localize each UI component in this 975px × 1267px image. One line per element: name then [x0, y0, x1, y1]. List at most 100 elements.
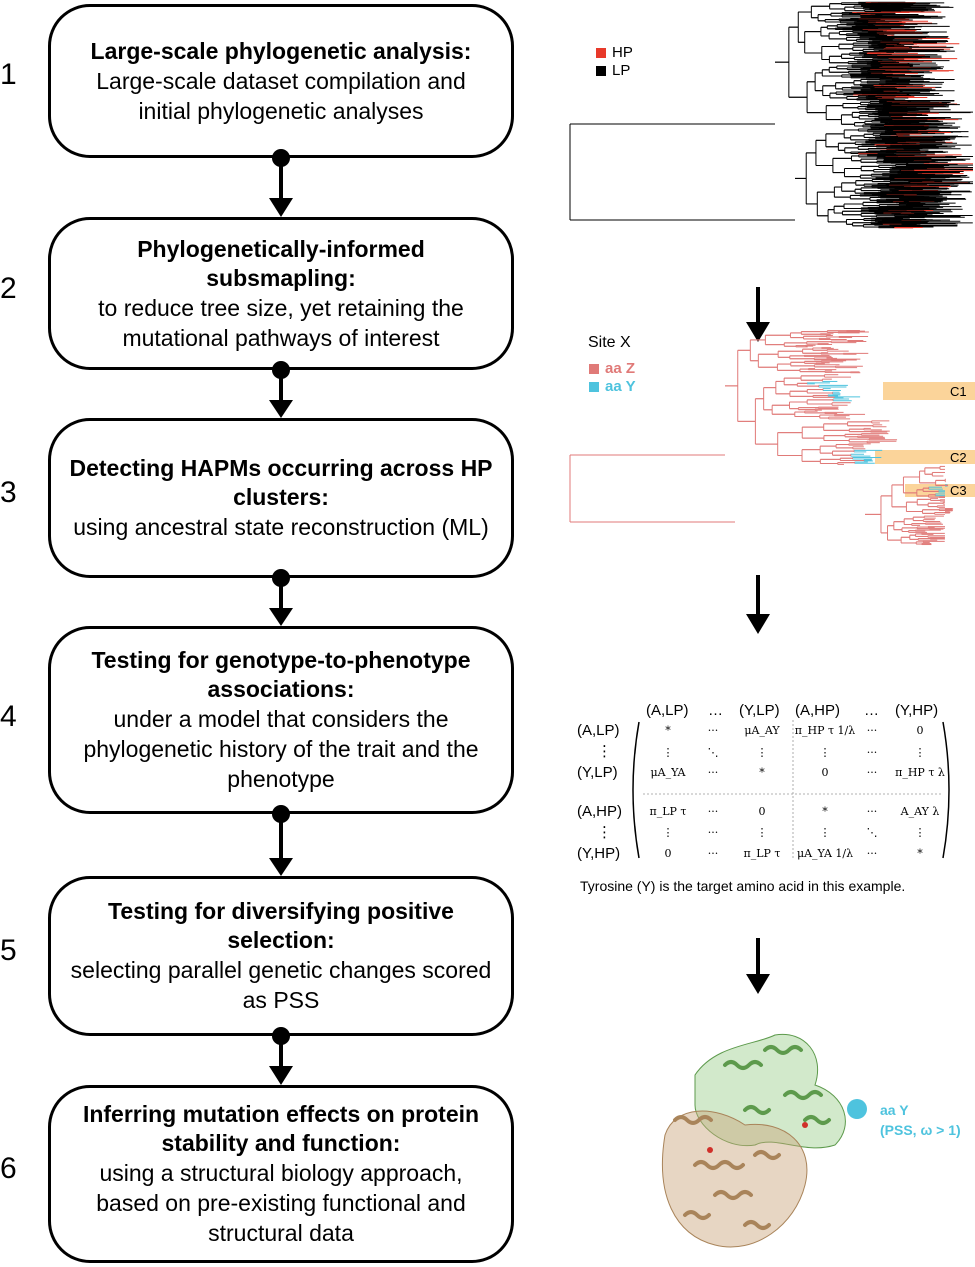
large-phylogeny-tree [569, 1, 973, 229]
matrix-cell: ⋱ [707, 746, 719, 759]
lp-swatch [596, 65, 606, 76]
step-box-2: Phylogenetically-informed subsmapling: t… [48, 217, 514, 370]
matrix-cell: ⋮ [914, 746, 926, 759]
matrix-row-header: (A,HP) [577, 803, 622, 820]
right-arrow-2 [746, 575, 770, 634]
matrix-row-header: ⋮ [597, 824, 612, 841]
matrix-col-header: (Y,HP) [895, 702, 939, 719]
aa-y-swatch [589, 381, 599, 392]
matrix-cell: 0 [821, 766, 829, 779]
matrix-cell: μA_AY [744, 724, 780, 737]
hp-swatch [596, 47, 606, 58]
cluster-c1-highlight [883, 382, 975, 400]
matrix-cell: ··· [707, 724, 719, 737]
cluster-label-c1: C1 [950, 384, 967, 399]
step-number-5: 5 [0, 934, 17, 967]
matrix-cell: ··· [866, 805, 878, 818]
right-arrow-3 [746, 938, 770, 994]
step-title: Inferring mutation effects on protein st… [82, 1101, 480, 1156]
step-number-3: 3 [0, 476, 17, 509]
matrix-cell: π_HP τ 1/λ [794, 724, 856, 737]
protein-structure [661, 1033, 846, 1248]
tree2-legend-aa-y: aa Y [589, 378, 636, 395]
matrix-cell: π_LP τ [649, 805, 687, 818]
step-description: Large-scale dataset compilation and init… [96, 67, 466, 124]
matrix-cell: 0 [758, 805, 766, 818]
cluster-label-c3: C3 [950, 483, 967, 498]
matrix-cell: ⋮ [819, 746, 831, 759]
cluster-c2-highlight [875, 450, 975, 464]
matrix-col-header: (A,LP) [646, 702, 689, 719]
matrix-row-header: (A,LP) [577, 722, 620, 739]
matrix-cell: ⋮ [662, 826, 674, 839]
matrix-cell: * [822, 805, 828, 818]
matrix-cell: ··· [866, 766, 878, 779]
matrix-col-header: … [708, 702, 723, 719]
matrix-caption: Tyrosine (Y) is the target amino acid in… [580, 878, 906, 894]
matrix-brackets [632, 720, 950, 860]
matrix-cell: ··· [707, 847, 719, 860]
matrix-cell: ⋱ [866, 826, 878, 839]
matrix-cell: ··· [707, 805, 719, 818]
matrix-col-header: (A,HP) [795, 702, 840, 719]
matrix-cell: ··· [707, 766, 719, 779]
step-title: Detecting HAPMs occurring across HP clus… [69, 455, 493, 510]
pss-site-marker [802, 1122, 808, 1128]
step-box-3: Detecting HAPMs occurring across HP clus… [48, 418, 514, 578]
matrix-cell: ··· [866, 847, 878, 860]
step-box-1: Large-scale phylogenetic analysis: Large… [48, 4, 514, 158]
aa-z-swatch [589, 363, 599, 374]
pss-site-marker [707, 1147, 713, 1153]
matrix-cell: μA_YA 1/λ [796, 847, 854, 860]
green-helices [723, 1045, 831, 1125]
matrix-cell: π_HP τ λ [895, 766, 945, 779]
step-box-5: Testing for diversifying positive select… [48, 876, 514, 1036]
matrix-cell: 0 [916, 724, 924, 737]
step-description: under a model that considers the phyloge… [83, 706, 479, 792]
step-title: Phylogenetically-informed subsmapling: [137, 235, 425, 291]
matrix-cell: ··· [866, 724, 878, 737]
step-title: Testing for genotype-to-phenotype associ… [91, 647, 471, 702]
tan-helices [673, 1115, 781, 1230]
matrix-cell: A_AY λ [900, 805, 940, 818]
matrix-cell: ··· [707, 826, 719, 839]
step-description: using a structural biology approach, bas… [96, 1160, 466, 1246]
matrix-cell: π_LP τ [743, 847, 781, 860]
matrix-cell: * [759, 766, 765, 779]
step-number-4: 4 [0, 700, 17, 733]
tan-domain [661, 1110, 808, 1248]
site-label: Site X [588, 334, 631, 351]
tree1-legend-lp: LP [596, 62, 630, 79]
subsampled-tree [569, 330, 975, 546]
matrix-cell: ⋮ [662, 746, 674, 759]
matrix-cell: ⋮ [819, 826, 831, 839]
matrix-cell: 0 [664, 847, 672, 860]
tree1-legend-hp: HP [596, 44, 633, 61]
matrix-row-header: (Y,LP) [577, 764, 618, 781]
step-description: using ancestral state reconstruction (ML… [73, 514, 489, 540]
step-number-1: 1 [0, 58, 17, 91]
matrix-row-header: (Y,HP) [577, 845, 621, 862]
connector-4-5 [269, 805, 293, 876]
connector-1-2 [269, 149, 293, 217]
cluster-label-c2: C2 [950, 450, 967, 465]
step-box-4: Testing for genotype-to-phenotype associ… [48, 626, 514, 814]
step-description: selecting parallel genetic changes score… [70, 957, 492, 1013]
matrix-cell: * [665, 724, 671, 737]
matrix-cell: ··· [866, 746, 878, 759]
tree2-legend-aa-z: aa Z [589, 360, 635, 377]
matrix-col-header: … [864, 702, 879, 719]
step-description: to reduce tree size, yet retaining the m… [98, 294, 464, 351]
aa-y-marker-icon [847, 1099, 867, 1119]
step-box-6: Inferring mutation effects on protein st… [48, 1085, 514, 1263]
matrix-cell: μA_YA [650, 766, 686, 779]
matrix-cell: ⋮ [914, 826, 926, 839]
matrix-cell: ⋮ [756, 826, 768, 839]
step-number-6: 6 [0, 1152, 17, 1185]
matrix-row-header: ⋮ [597, 743, 612, 760]
matrix-cell: ⋮ [756, 746, 768, 759]
matrix-col-header: (Y,LP) [739, 702, 780, 719]
step-title: Large-scale phylogenetic analysis: [90, 37, 472, 64]
aa-y-label: aa Y (PSS, ω > 1) [880, 1102, 961, 1138]
step-title: Testing for diversifying positive select… [108, 898, 454, 953]
